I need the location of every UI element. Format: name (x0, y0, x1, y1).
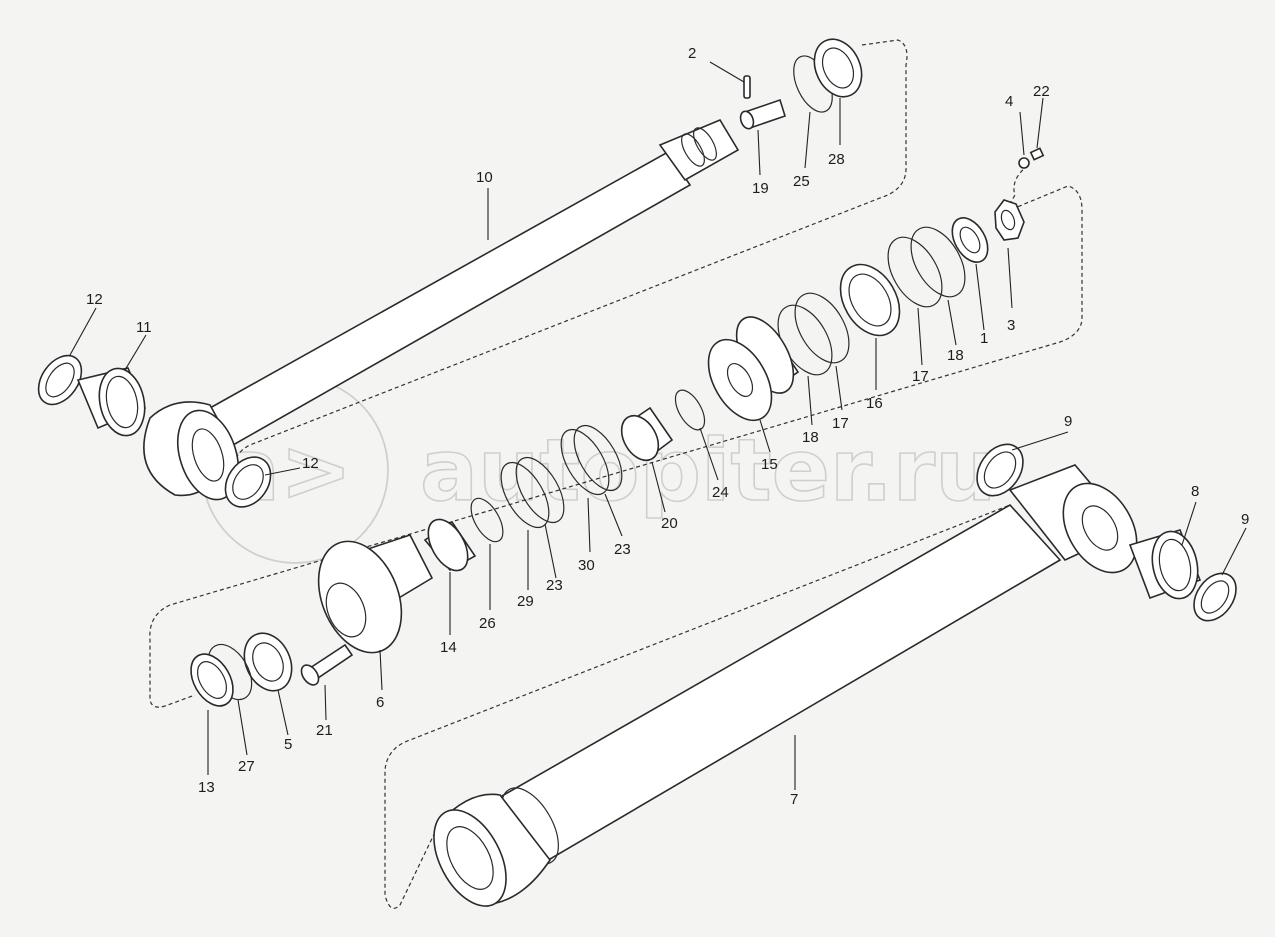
wear-ring-17-bottom (794, 292, 850, 364)
snap-ring-26 (470, 497, 504, 543)
label-9-right: 9 (1241, 511, 1249, 528)
dust-wiper-13 (190, 653, 234, 707)
bolt-21 (300, 643, 354, 686)
label-12-top: 12 (86, 291, 103, 308)
label-30: 30 (578, 557, 595, 574)
cylinder-tube-7 (433, 464, 1138, 907)
label-12-bottom: 12 (302, 455, 319, 472)
label-22: 22 (1033, 83, 1050, 100)
backup-ring-23-a (573, 424, 623, 492)
backup-ring-23-b (515, 456, 565, 524)
leader-lines (69, 61, 1247, 790)
label-10: 10 (476, 169, 493, 186)
guide-rod-assembly (231, 39, 908, 471)
label-20: 20 (661, 515, 678, 532)
label-23-a: 23 (614, 541, 631, 558)
guide-grease-nipple (1004, 164, 1029, 213)
label-23-b: 23 (546, 577, 563, 594)
label-2: 2 (688, 45, 696, 62)
piston-rod (143, 118, 740, 501)
wear-ring-17-top (887, 236, 943, 308)
nut-3 (994, 199, 1025, 241)
label-1: 1 (980, 330, 988, 347)
plug-22 (1029, 147, 1045, 161)
label-25: 25 (793, 173, 810, 190)
label-18-bottom: 18 (802, 429, 819, 446)
label-3: 3 (1007, 317, 1015, 334)
piston-seal-16 (839, 263, 901, 337)
cushion-plunger-19 (739, 98, 786, 130)
seal-30 (560, 428, 610, 496)
label-11: 11 (136, 319, 152, 336)
bushing-11 (76, 367, 147, 437)
piston-15 (707, 316, 800, 422)
label-24: 24 (712, 484, 729, 501)
rod-gland-6 (317, 534, 434, 654)
label-17-bottom: 17 (832, 415, 849, 432)
label-6: 6 (376, 694, 384, 711)
bushing-8 (1128, 529, 1202, 600)
label-16: 16 (866, 395, 883, 412)
label-9-left: 9 (1064, 413, 1072, 430)
label-15: 15 (761, 456, 778, 473)
label-7: 7 (790, 791, 798, 808)
washer-1 (951, 217, 989, 263)
label-29: 29 (517, 593, 534, 610)
watermark-text: autopiter.ru (420, 421, 996, 521)
dust-seal-12-top (37, 354, 83, 406)
label-18-top: 18 (947, 347, 964, 364)
label-19: 19 (752, 180, 769, 197)
stop-ring-28 (813, 38, 863, 98)
bushing-14 (423, 518, 477, 572)
backup-ring-18-top (910, 226, 966, 298)
cushion-ring-20 (620, 406, 674, 462)
o-ring-24 (674, 389, 706, 431)
label-5: 5 (284, 736, 292, 753)
label-17-top: 17 (912, 368, 929, 385)
label-14: 14 (440, 639, 457, 656)
grease-nipple-4 (1018, 157, 1030, 169)
label-4: 4 (1005, 93, 1013, 110)
label-21: 21 (316, 722, 333, 739)
guide-piston-assembly (149, 185, 1083, 708)
label-26: 26 (479, 615, 496, 632)
label-28: 28 (828, 151, 845, 168)
dust-seal-9-left (976, 443, 1024, 497)
label-27: 27 (238, 758, 255, 775)
label-8: 8 (1191, 483, 1199, 500)
part-labels: 2 19 25 28 4 22 10 12 11 12 3 1 18 17 16… (86, 45, 1249, 808)
pin-2 (743, 75, 751, 99)
dust-seal-12-bottom (224, 456, 272, 508)
guide-tube-assembly (384, 504, 1011, 909)
seal-29 (500, 461, 550, 529)
dust-seal-9-right (1193, 572, 1237, 622)
label-13: 13 (198, 779, 215, 796)
stop-ring-5 (243, 632, 293, 692)
